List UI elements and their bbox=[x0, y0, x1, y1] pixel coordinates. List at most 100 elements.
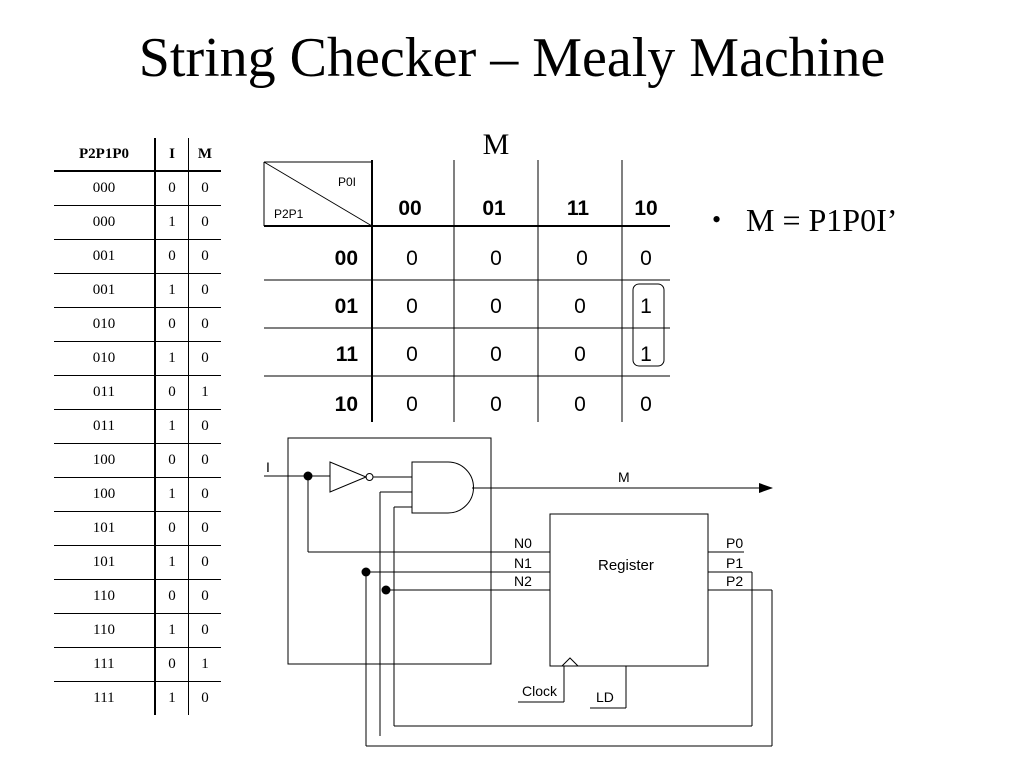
cell-output: 0 bbox=[188, 205, 221, 240]
cell-output: 1 bbox=[188, 647, 221, 682]
kmap-cell: 0 bbox=[406, 295, 418, 318]
cell-state: 001 bbox=[54, 273, 156, 308]
kmap-cell: 0 bbox=[576, 247, 588, 270]
cell-state: 110 bbox=[54, 579, 156, 614]
cell-output: 0 bbox=[188, 477, 221, 512]
register-input-n0: N0 bbox=[514, 535, 532, 551]
cell-output: 0 bbox=[188, 307, 221, 342]
karnaugh-map: P0I P2P1 00 01 11 10 00 01 11 10 0 0 0 0… bbox=[263, 160, 670, 422]
cell-input: 0 bbox=[155, 511, 189, 546]
kmap-cell: 0 bbox=[640, 247, 652, 270]
cell-output: 1 bbox=[188, 375, 221, 410]
clock-triangle bbox=[561, 657, 579, 667]
cell-output: 0 bbox=[188, 273, 221, 308]
cell-output: 0 bbox=[188, 341, 221, 376]
cell-output: 0 bbox=[201, 690, 209, 706]
cell-input: 0 bbox=[155, 647, 189, 682]
bullet-dot: • bbox=[712, 205, 722, 234]
kmap-col-header: 01 bbox=[482, 197, 506, 220]
cell-input: 0 bbox=[155, 375, 189, 410]
cell-state: 100 bbox=[54, 477, 156, 512]
kmap-row-header: 01 bbox=[335, 295, 359, 318]
inverter-gate bbox=[329, 461, 368, 493]
junction-dot bbox=[303, 471, 313, 481]
cell-input: 1 bbox=[155, 545, 189, 580]
cell-state: 100 bbox=[54, 443, 156, 478]
column-header-output: M bbox=[188, 138, 221, 172]
cell-input: 0 bbox=[155, 307, 189, 342]
kmap-diagonal bbox=[263, 161, 373, 227]
cell-output: 0 bbox=[188, 239, 221, 274]
kmap-cell: 0 bbox=[490, 247, 502, 270]
clock-label: Clock bbox=[522, 683, 558, 699]
register-label: Register bbox=[598, 557, 654, 574]
and-gate bbox=[411, 461, 474, 514]
register-output-p0: P0 bbox=[726, 535, 743, 551]
kmap-col-header: 10 bbox=[634, 197, 657, 220]
cell-output: 0 bbox=[188, 613, 221, 648]
circuit-diagram: I M Register N0 N1 N2 P0 P1 P2 Clock LD bbox=[264, 437, 773, 747]
junction-dot bbox=[361, 567, 371, 577]
kmap-cell: 0 bbox=[490, 393, 502, 416]
truth-table-header-row: P2P1P0 I M bbox=[54, 138, 221, 172]
kmap-cell: 0 bbox=[406, 393, 418, 416]
cell-input: 1 bbox=[155, 409, 189, 444]
kmap-corner-row-var: P2P1 bbox=[274, 207, 304, 221]
kmap-cell: 1 bbox=[640, 295, 652, 318]
kmap-col-header: 11 bbox=[567, 197, 590, 220]
cell-input: 1 bbox=[155, 341, 189, 376]
kmap-group-loop bbox=[632, 283, 665, 367]
kmap-row-header: 11 bbox=[336, 343, 359, 366]
cell-state: 010 bbox=[54, 307, 156, 342]
register-input-n1: N1 bbox=[514, 555, 532, 571]
cell-input: 0 bbox=[155, 239, 189, 274]
cell-state: 011 bbox=[54, 375, 156, 410]
output-label: M bbox=[618, 469, 630, 485]
kmap-row-header: 00 bbox=[335, 247, 358, 270]
slide-title: String Checker – Mealy Machine bbox=[138, 27, 886, 89]
kmap-row-header: 10 bbox=[335, 393, 358, 416]
column-header-input: I bbox=[155, 138, 189, 172]
kmap-cell: 0 bbox=[640, 393, 652, 416]
register-output-p1: P1 bbox=[726, 555, 743, 571]
kmap-cell: 1 bbox=[640, 343, 652, 366]
cell-state: 101 bbox=[54, 545, 156, 580]
cell-state: 111 bbox=[54, 681, 156, 715]
kmap-cell: 0 bbox=[574, 295, 586, 318]
cell-state: 010 bbox=[54, 341, 156, 376]
bullet-item: • M = P1P0I’ bbox=[712, 202, 897, 239]
cell-input: 1 bbox=[155, 613, 189, 648]
kmap-cell: 0 bbox=[574, 393, 586, 416]
cell-state: 111 bbox=[54, 647, 156, 682]
cell-input: 0 bbox=[155, 443, 189, 478]
ld-label: LD bbox=[596, 689, 614, 705]
bullet-equation: M = P1P0I’ bbox=[746, 202, 898, 238]
input-label: I bbox=[266, 459, 270, 475]
cell-output: 0 bbox=[188, 409, 221, 444]
cell-input: 1 bbox=[155, 273, 189, 308]
cell-state: 001 bbox=[54, 239, 156, 274]
cell-input: 1 bbox=[155, 681, 189, 715]
register-input-n2: N2 bbox=[514, 573, 532, 589]
kmap-cell: 0 bbox=[406, 247, 418, 270]
cell-input: 1 bbox=[155, 205, 189, 240]
junction-dot bbox=[381, 585, 391, 595]
cell-output: 0 bbox=[188, 545, 221, 580]
cell-state: 000 bbox=[54, 171, 156, 206]
cell-state: 000 bbox=[54, 205, 156, 240]
cell-output: 0 bbox=[188, 511, 221, 546]
register-block bbox=[549, 513, 709, 667]
cell-input: 0 bbox=[155, 171, 189, 206]
logic-block-boundary bbox=[287, 437, 492, 665]
kmap-cell: 0 bbox=[490, 295, 502, 318]
